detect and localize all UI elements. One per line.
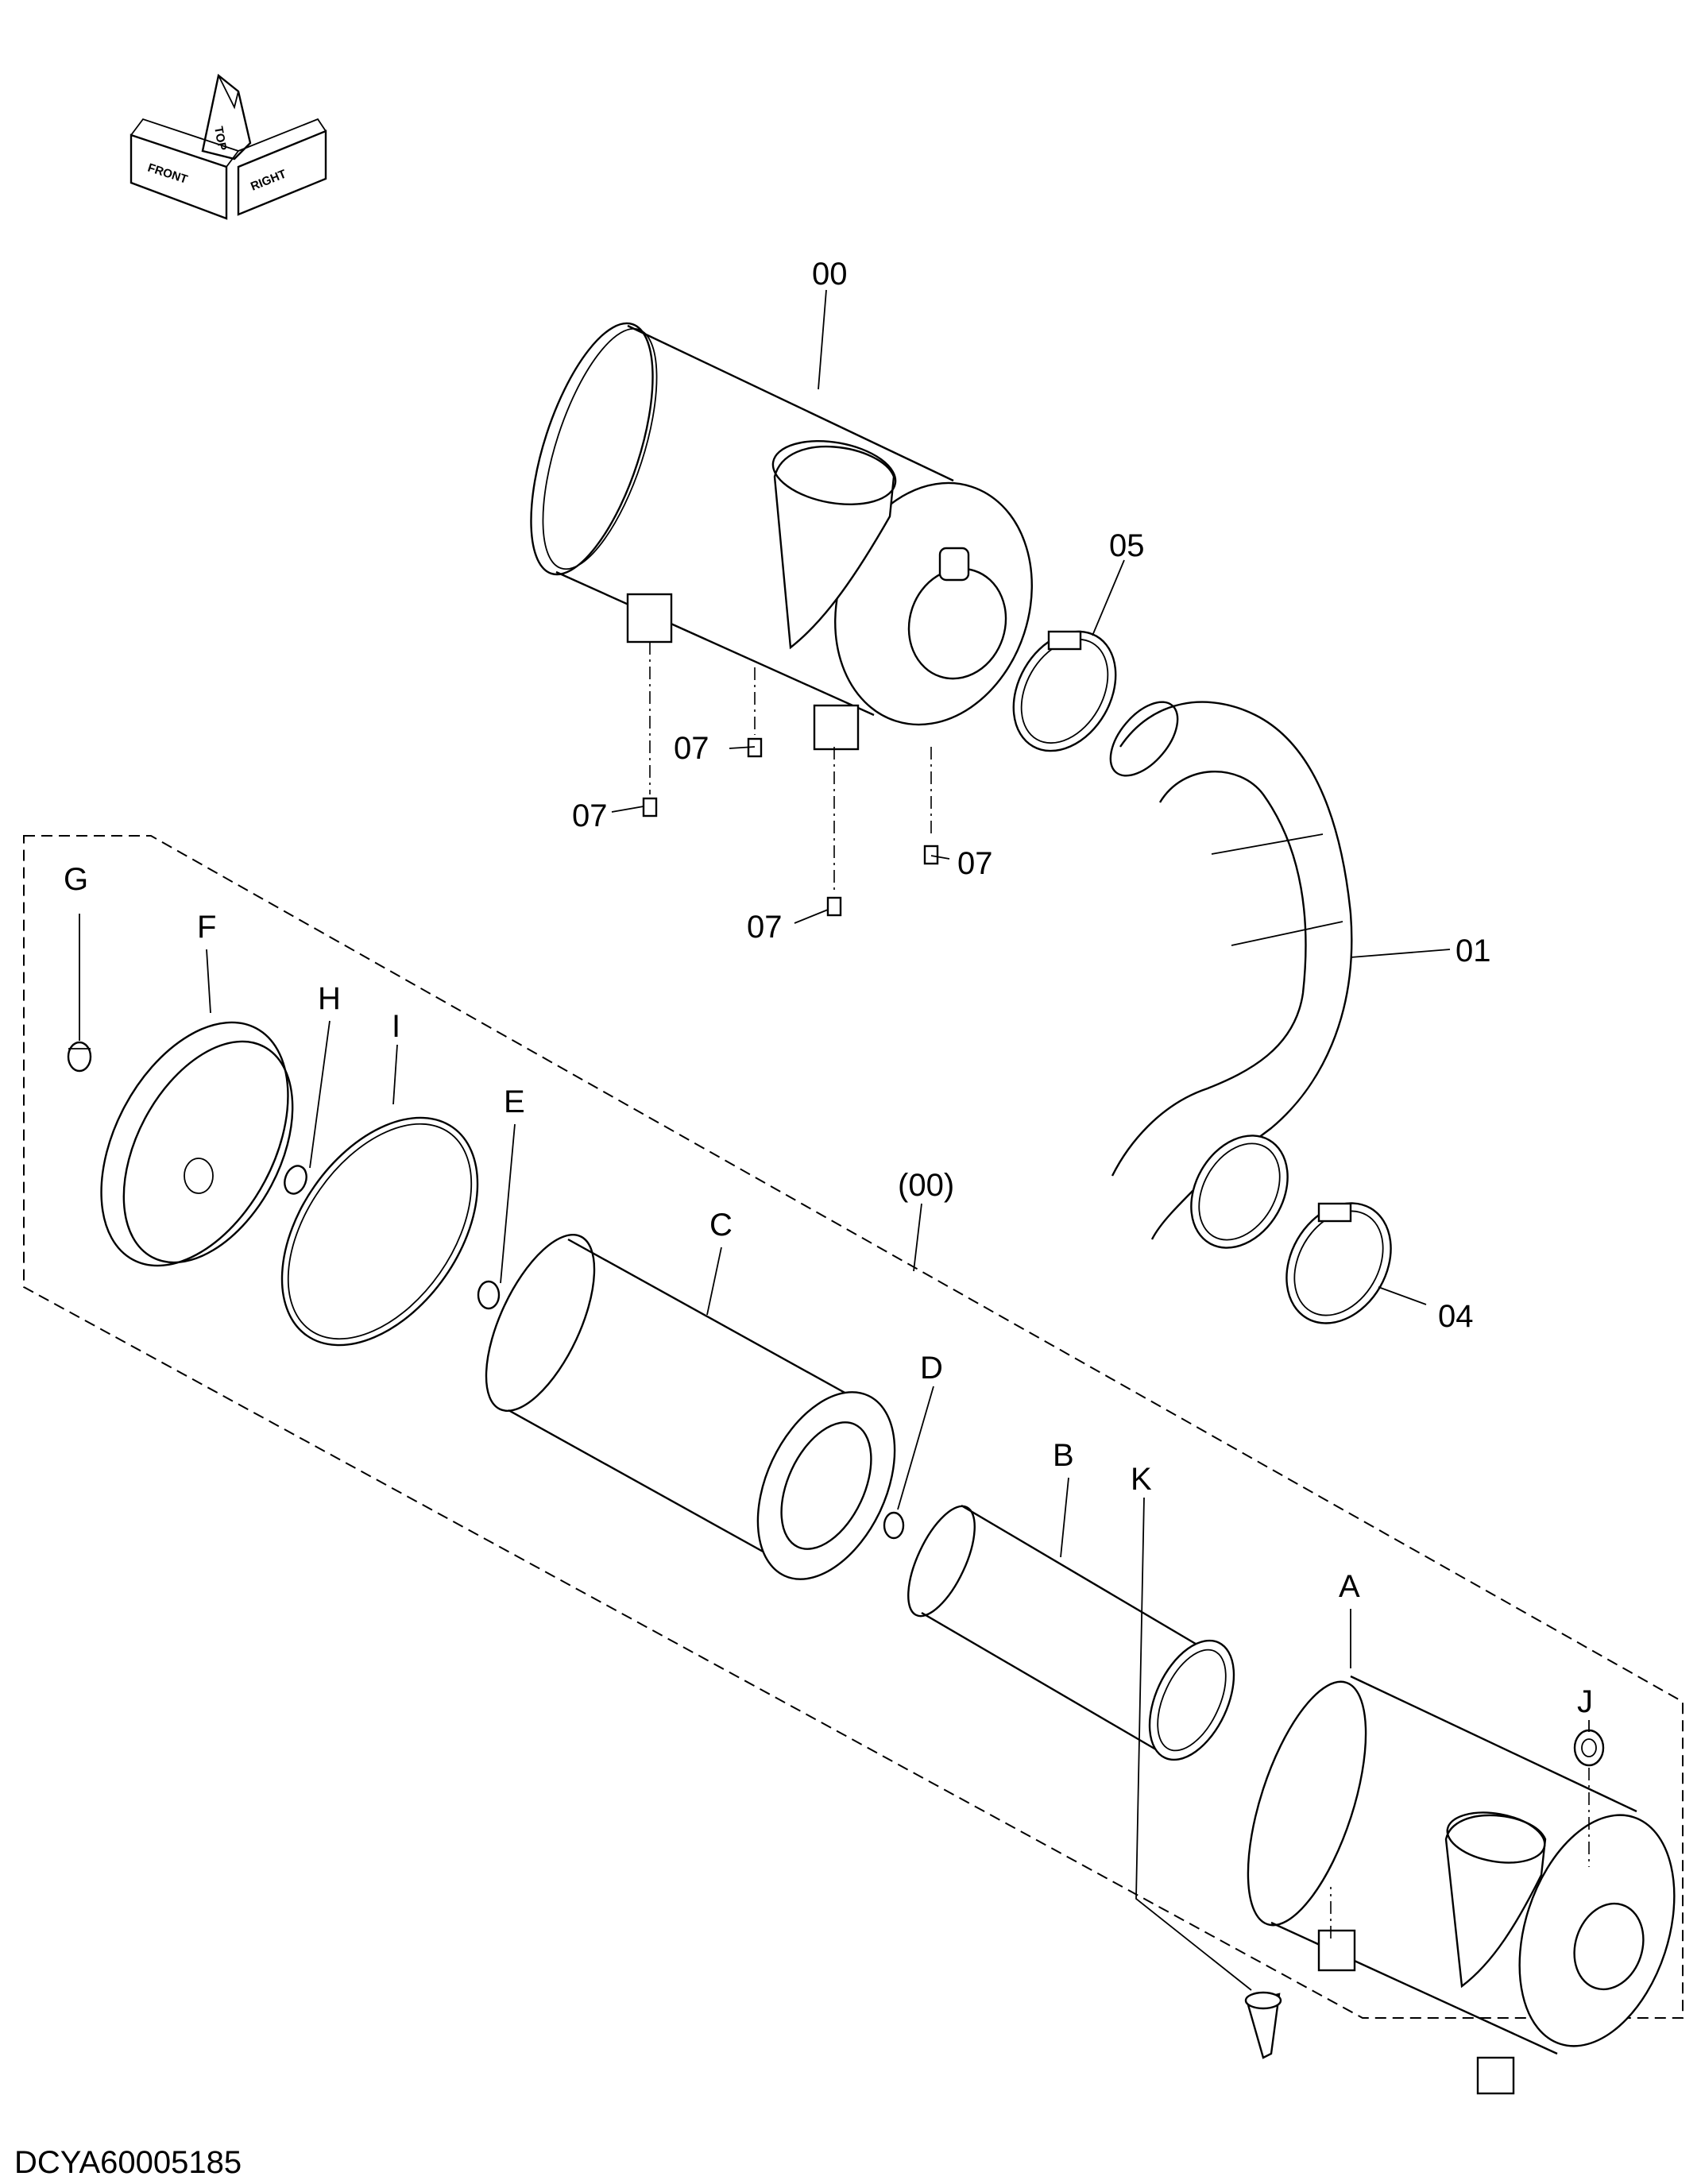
label-C: C (709, 1208, 733, 1243)
part-E-wing-nut-icon (477, 1280, 501, 1310)
label-B: B (1053, 1438, 1074, 1473)
label-07-b: 07 (572, 798, 608, 833)
bolt-icon (642, 797, 658, 818)
top-arrow-label: TOP (211, 126, 229, 152)
label-I: I (392, 1009, 400, 1044)
label-07-a: 07 (674, 731, 709, 766)
label-J: J (1577, 1684, 1593, 1719)
label-07-c: 07 (957, 846, 993, 881)
label-A: A (1339, 1569, 1360, 1604)
exploded-view-boundary (23, 835, 1684, 2019)
part-I-gasket (280, 1116, 479, 1347)
orientation-indicator: FRONT TOP RIGHT (130, 73, 327, 220)
bolt-icon (826, 896, 842, 917)
drawing-code: DCYA60005185 (14, 2145, 242, 2180)
hose-clamp-04 (1285, 1202, 1392, 1324)
label-00: 00 (812, 257, 848, 292)
label-K: K (1131, 1462, 1152, 1497)
part-F-cover (100, 1021, 294, 1267)
air-cleaner-assembly (530, 322, 1033, 751)
label-D: D (920, 1351, 943, 1386)
bolt-icon (923, 845, 939, 865)
leader-lines (79, 289, 1590, 1991)
part-B-inner-element (907, 1504, 1235, 1761)
part-G-wing-nut-icon (67, 1041, 92, 1073)
part-D-wing-nut-icon (883, 1511, 905, 1540)
label-G: G (64, 862, 88, 897)
callout-labels: 00 05 07 07 07 07 01 04 (00) G F H I E C… (64, 257, 1593, 1719)
label-E: E (504, 1084, 525, 1119)
label-F: F (197, 910, 216, 945)
part-C-outer-element (485, 1234, 896, 1580)
label-04: 04 (1438, 1299, 1474, 1334)
part-H-o-ring (284, 1165, 307, 1195)
hose-clamp-05 (1012, 630, 1117, 752)
part-K-dust-valve (1244, 1887, 1332, 2059)
intake-hose (1109, 701, 1353, 1249)
label-07-d: 07 (747, 910, 783, 945)
label-01: 01 (1456, 934, 1491, 968)
label-assembly-00: (00) (898, 1168, 954, 1203)
part-A-housing (1247, 1675, 1676, 2095)
label-H: H (318, 981, 341, 1016)
label-05: 05 (1109, 528, 1145, 563)
